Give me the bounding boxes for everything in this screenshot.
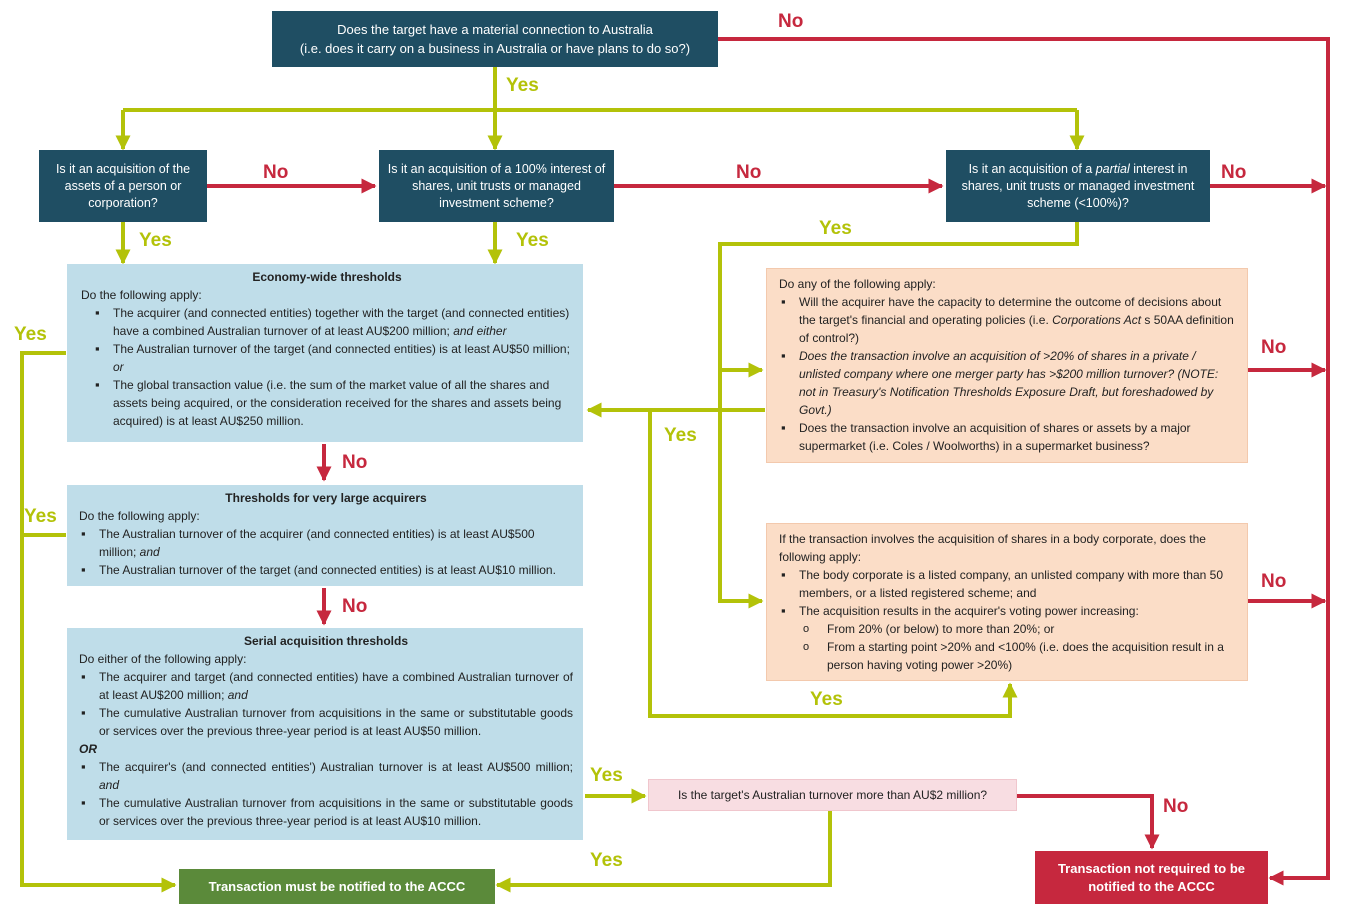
- yes-label-assets: Yes: [139, 230, 172, 251]
- large-title: Thresholds for very large acquirers: [225, 491, 427, 505]
- large-acquirer-thresholds: Thresholds for very large acquirers Do t…: [67, 485, 583, 586]
- yes-left-rail: [20, 351, 177, 893]
- outcome-must-notify-text: Transaction must be notified to the ACCC: [208, 878, 466, 894]
- serial-criterion-4: The cumulative Australian turnover from …: [79, 794, 573, 830]
- outcome-not-required-text: Transaction not required to be notified …: [1057, 860, 1246, 894]
- large-criterion-2: The Australian turnover of the target (a…: [79, 561, 573, 579]
- no-connector-turnover: [1017, 794, 1160, 850]
- outcome-must-notify: Transaction must be notified to the ACCC: [179, 869, 495, 904]
- yes-label-full: Yes: [516, 230, 549, 251]
- yes-label-partial: Yes: [819, 218, 852, 239]
- serial-b1-em: and: [224, 688, 248, 702]
- economy-criterion-1: The acquirer (and connected entities) to…: [93, 304, 573, 340]
- no-label-q1: No: [778, 11, 804, 32]
- voting-b1: The body corporate is a listed company, …: [799, 568, 1224, 600]
- voting-intro: If the transaction involves the acquisit…: [779, 532, 1206, 564]
- large-criterion-1: The Australian turnover of the acquirer …: [79, 525, 573, 561]
- yes-loop-voting: [648, 410, 1018, 718]
- yes-label-serial: Yes: [590, 765, 623, 786]
- serial-criterion-3: The acquirer's (and connected entities')…: [79, 758, 573, 794]
- economy-criterion-3: The global transaction value (i.e. the s…: [93, 376, 573, 430]
- q-material-connection: Does the target have a material connecti…: [272, 11, 718, 67]
- control-b1-pre: Will the acquirer have the capacity to d…: [799, 295, 1222, 327]
- economy-b1-em: and either: [449, 324, 507, 338]
- large-b2: The Australian turnover of the target (a…: [99, 563, 556, 577]
- yes-label-control: Yes: [664, 425, 697, 446]
- yes-label-voting: Yes: [810, 689, 843, 710]
- large-intro: Do the following apply:: [79, 509, 200, 523]
- q-material-connection-line2: (i.e. does it carry on a business in Aus…: [299, 41, 691, 56]
- serial-b2: The cumulative Australian turnover from …: [99, 706, 573, 738]
- economy-criterion-2: The Australian turnover of the target (a…: [93, 340, 573, 376]
- economy-intro: Do the following apply:: [81, 288, 202, 302]
- q-full-interest-text: Is it an acquisition of a 100% interest …: [387, 161, 606, 210]
- yes-partial-split: [718, 222, 1079, 609]
- serial-b3: The acquirer's (and connected entities')…: [99, 760, 573, 774]
- q-partial-post: interest in shares, unit trusts or manag…: [961, 161, 1195, 210]
- control-intro: Do any of the following apply:: [779, 277, 936, 291]
- yes-label-q1: Yes: [506, 75, 539, 96]
- control-b2: Does the transaction involve an acquisit…: [799, 349, 1219, 417]
- economy-b2-em: or: [113, 360, 124, 374]
- q-material-connection-line1: Does the target have a material connecti…: [337, 22, 653, 37]
- serial-criterion-2: The cumulative Australian turnover from …: [79, 704, 573, 740]
- no-label-partial: No: [1221, 162, 1247, 183]
- q-target-turnover: Is the target's Australian turnover more…: [648, 779, 1017, 811]
- voting-criterion-1: The body corporate is a listed company, …: [779, 566, 1237, 602]
- q-asset-acquisition: Is it an acquisition of the assets of a …: [39, 150, 207, 222]
- economy-b2: The Australian turnover of the target (a…: [113, 342, 570, 356]
- no-label-voting: No: [1261, 571, 1287, 592]
- yes-label-turnover: Yes: [590, 850, 623, 871]
- q-partial-interest: Is it an acquisition of a partial intere…: [946, 150, 1210, 222]
- voting-sub-1: From 20% (or below) to more than 20%; or: [799, 620, 1237, 638]
- control-criteria-box: Do any of the following apply: Will the …: [766, 268, 1248, 463]
- economy-title: Economy-wide thresholds: [252, 270, 402, 284]
- outcome-not-required: Transaction not required to be notified …: [1035, 851, 1268, 904]
- voting-power-box: If the transaction involves the acquisit…: [766, 523, 1248, 681]
- serial-b1: The acquirer and target (and connected e…: [99, 670, 573, 702]
- control-b1-em: Corporations Act: [1052, 313, 1142, 327]
- q-asset-acquisition-text: Is it an acquisition of the assets of a …: [55, 161, 191, 210]
- control-criterion-3: Does the transaction involve an acquisit…: [779, 419, 1237, 455]
- voting-b2: The acquisition results in the acquirer'…: [799, 604, 1139, 618]
- serial-acquisition-thresholds: Serial acquisition thresholds Do either …: [67, 628, 583, 840]
- economy-b1: The acquirer (and connected entities) to…: [113, 306, 570, 338]
- q-partial-pre: Is it an acquisition of a: [968, 161, 1096, 176]
- q-full-interest: Is it an acquisition of a 100% interest …: [379, 150, 614, 222]
- control-criterion-1: Will the acquirer have the capacity to d…: [779, 293, 1237, 347]
- no-label-large: No: [342, 596, 368, 617]
- serial-criterion-1: The acquirer and target (and connected e…: [79, 668, 573, 704]
- control-criterion-2: Does the transaction involve an acquisit…: [779, 347, 1237, 419]
- no-label-full: No: [736, 162, 762, 183]
- serial-b4: The cumulative Australian turnover from …: [99, 796, 573, 828]
- no-label-economy: No: [342, 452, 368, 473]
- no-connector-q1: [718, 37, 1330, 886]
- yes-label-large: Yes: [24, 506, 57, 527]
- serial-intro: Do either of the following apply:: [79, 652, 247, 666]
- voting-s2: From a starting point >20% and <100% (i.…: [827, 640, 1224, 672]
- economy-wide-thresholds: Economy-wide thresholds Do the following…: [67, 264, 583, 442]
- q-target-turnover-text: Is the target's Australian turnover more…: [677, 788, 988, 802]
- q-partial-interest-text: Is it an acquisition of a partial intere…: [954, 161, 1202, 212]
- serial-or: OR: [79, 742, 97, 756]
- control-b1-post: s 50AA definition of control?): [799, 313, 1234, 345]
- serial-title: Serial acquisition thresholds: [243, 634, 409, 648]
- voting-s1: From 20% (or below) to more than 20%; or: [827, 622, 1055, 636]
- large-b1: The Australian turnover of the acquirer …: [99, 527, 535, 559]
- yes-label-economy: Yes: [14, 324, 47, 345]
- voting-sub-2: From a starting point >20% and <100% (i.…: [799, 638, 1237, 674]
- yes-turnover-notify: [495, 811, 832, 893]
- q-partial-em: partial: [1095, 161, 1130, 176]
- no-label-assets: No: [263, 162, 289, 183]
- control-b3: Does the transaction involve an acquisit…: [799, 421, 1191, 453]
- no-label-control: No: [1261, 337, 1287, 358]
- large-b1-em: and: [136, 545, 160, 559]
- voting-criterion-2: The acquisition results in the acquirer'…: [779, 602, 1237, 674]
- economy-b3: The global transaction value (i.e. the s…: [113, 378, 562, 428]
- serial-b3-em: and: [99, 778, 120, 792]
- no-label-turnover: No: [1163, 796, 1189, 817]
